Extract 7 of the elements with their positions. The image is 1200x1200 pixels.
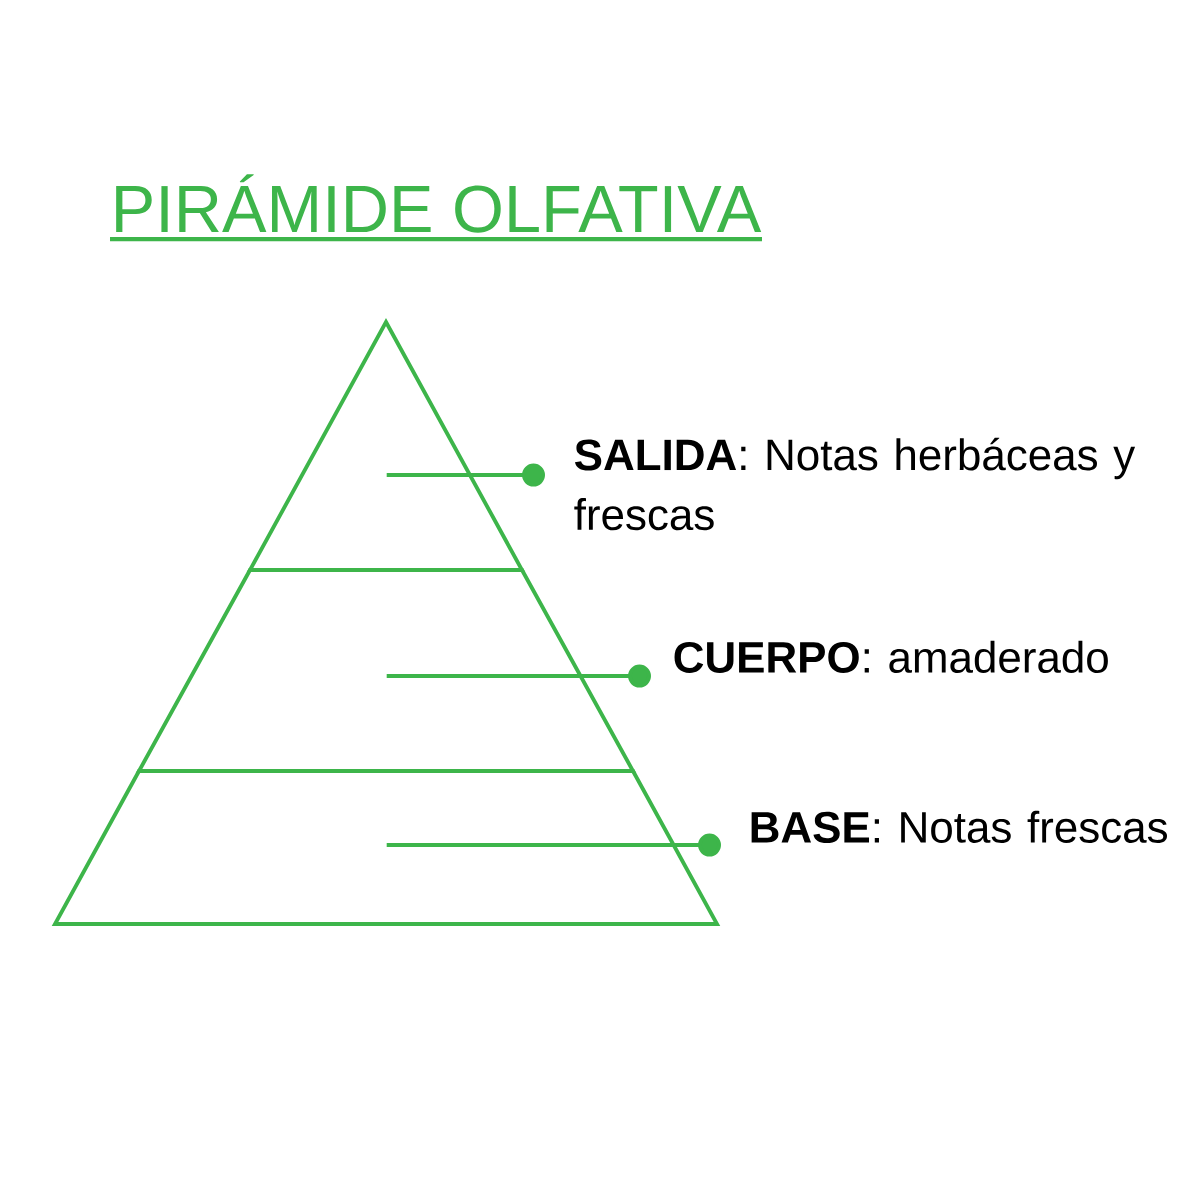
leader-line bbox=[386, 463, 545, 487]
leader-line bbox=[386, 664, 651, 688]
note-text: SALIDA: Notas herbáceas y frescas bbox=[574, 437, 1136, 531]
leader-line bbox=[386, 833, 721, 857]
title: PIRÁMIDE OLFATIVA bbox=[110, 174, 762, 242]
note-text: BASE: Notas frescas bbox=[751, 810, 1167, 843]
note-text: CUERPO: amaderado bbox=[674, 640, 1108, 673]
